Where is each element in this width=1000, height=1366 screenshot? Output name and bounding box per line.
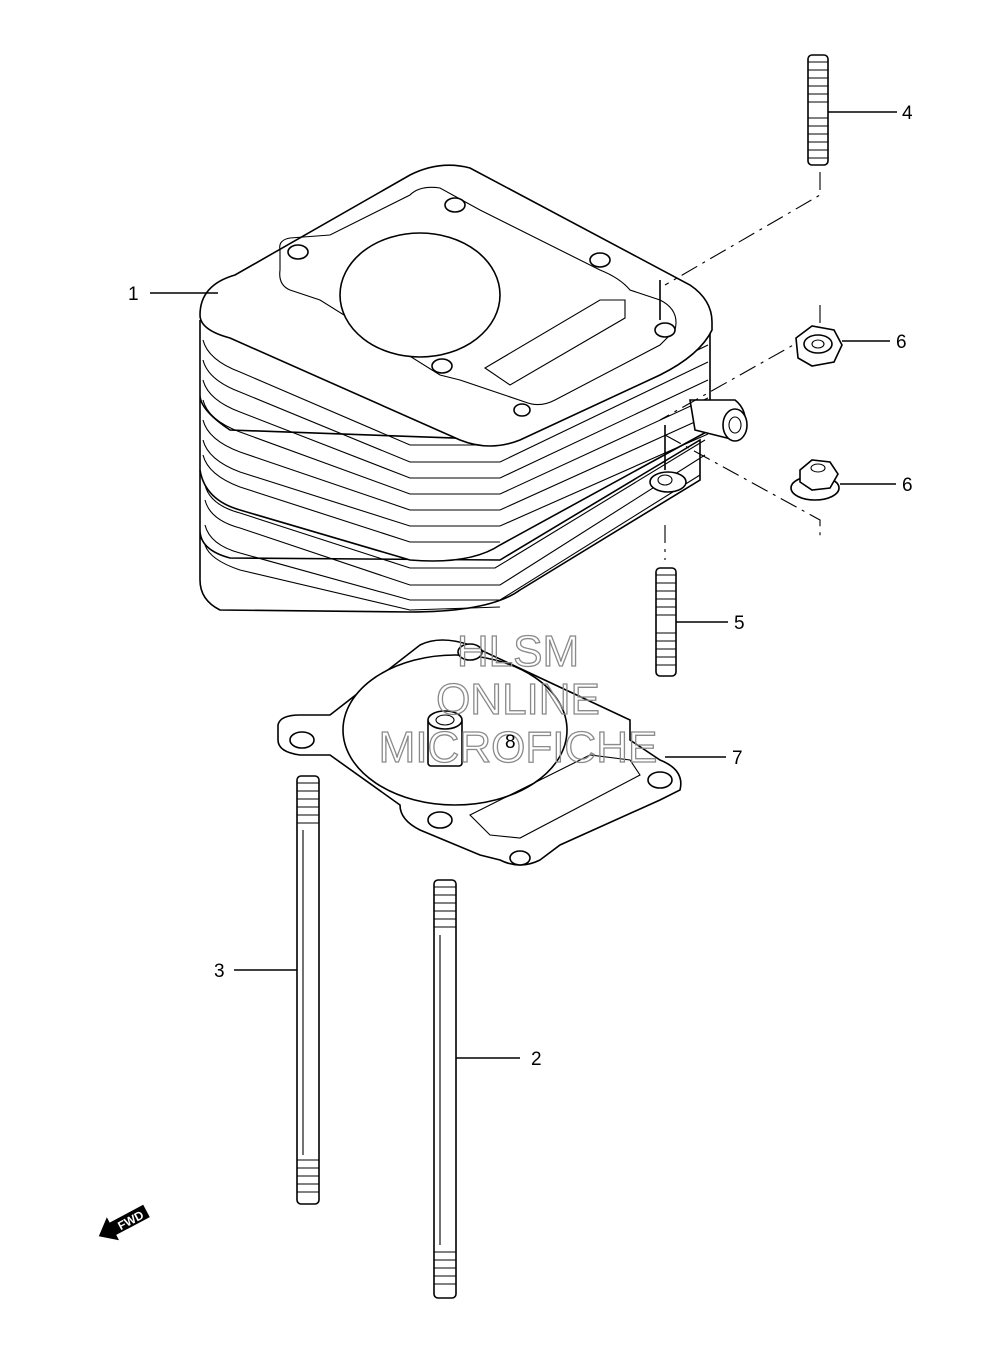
dowel-pin[interactable] [427, 710, 463, 767]
callout-6b: 6 [902, 475, 913, 496]
watermark: HLSM ONLINE MICROFICHE [378, 626, 658, 772]
callout-8: 8 [505, 732, 516, 753]
stud-bolt-long-center[interactable] [433, 879, 457, 1299]
callouts: 1 2 3 4 5 6 6 7 8 [128, 103, 913, 1070]
watermark-line2: ONLINE [436, 675, 600, 724]
callout-5: 5 [734, 613, 745, 634]
callout-3: 3 [214, 961, 225, 982]
watermark-line1: HLSM [457, 627, 579, 676]
cylinder-block[interactable] [199, 164, 748, 613]
watermark-line3: MICROFICHE [379, 723, 658, 772]
callout-6a: 6 [896, 332, 907, 353]
arrow-left-down-icon [98, 1204, 150, 1241]
callout-1: 1 [128, 284, 139, 305]
stud-bolt-short-top[interactable] [807, 54, 829, 166]
fwd-badge: FWD [98, 1204, 150, 1241]
flange-nut-lower[interactable] [790, 459, 840, 501]
stud-bolt-long-left[interactable] [296, 775, 320, 1205]
stud-bolt-short-middle[interactable] [655, 567, 677, 677]
flange-nut-upper[interactable] [795, 325, 843, 367]
callout-4: 4 [902, 103, 913, 124]
callout-2: 2 [531, 1049, 542, 1070]
callout-7: 7 [732, 748, 743, 769]
